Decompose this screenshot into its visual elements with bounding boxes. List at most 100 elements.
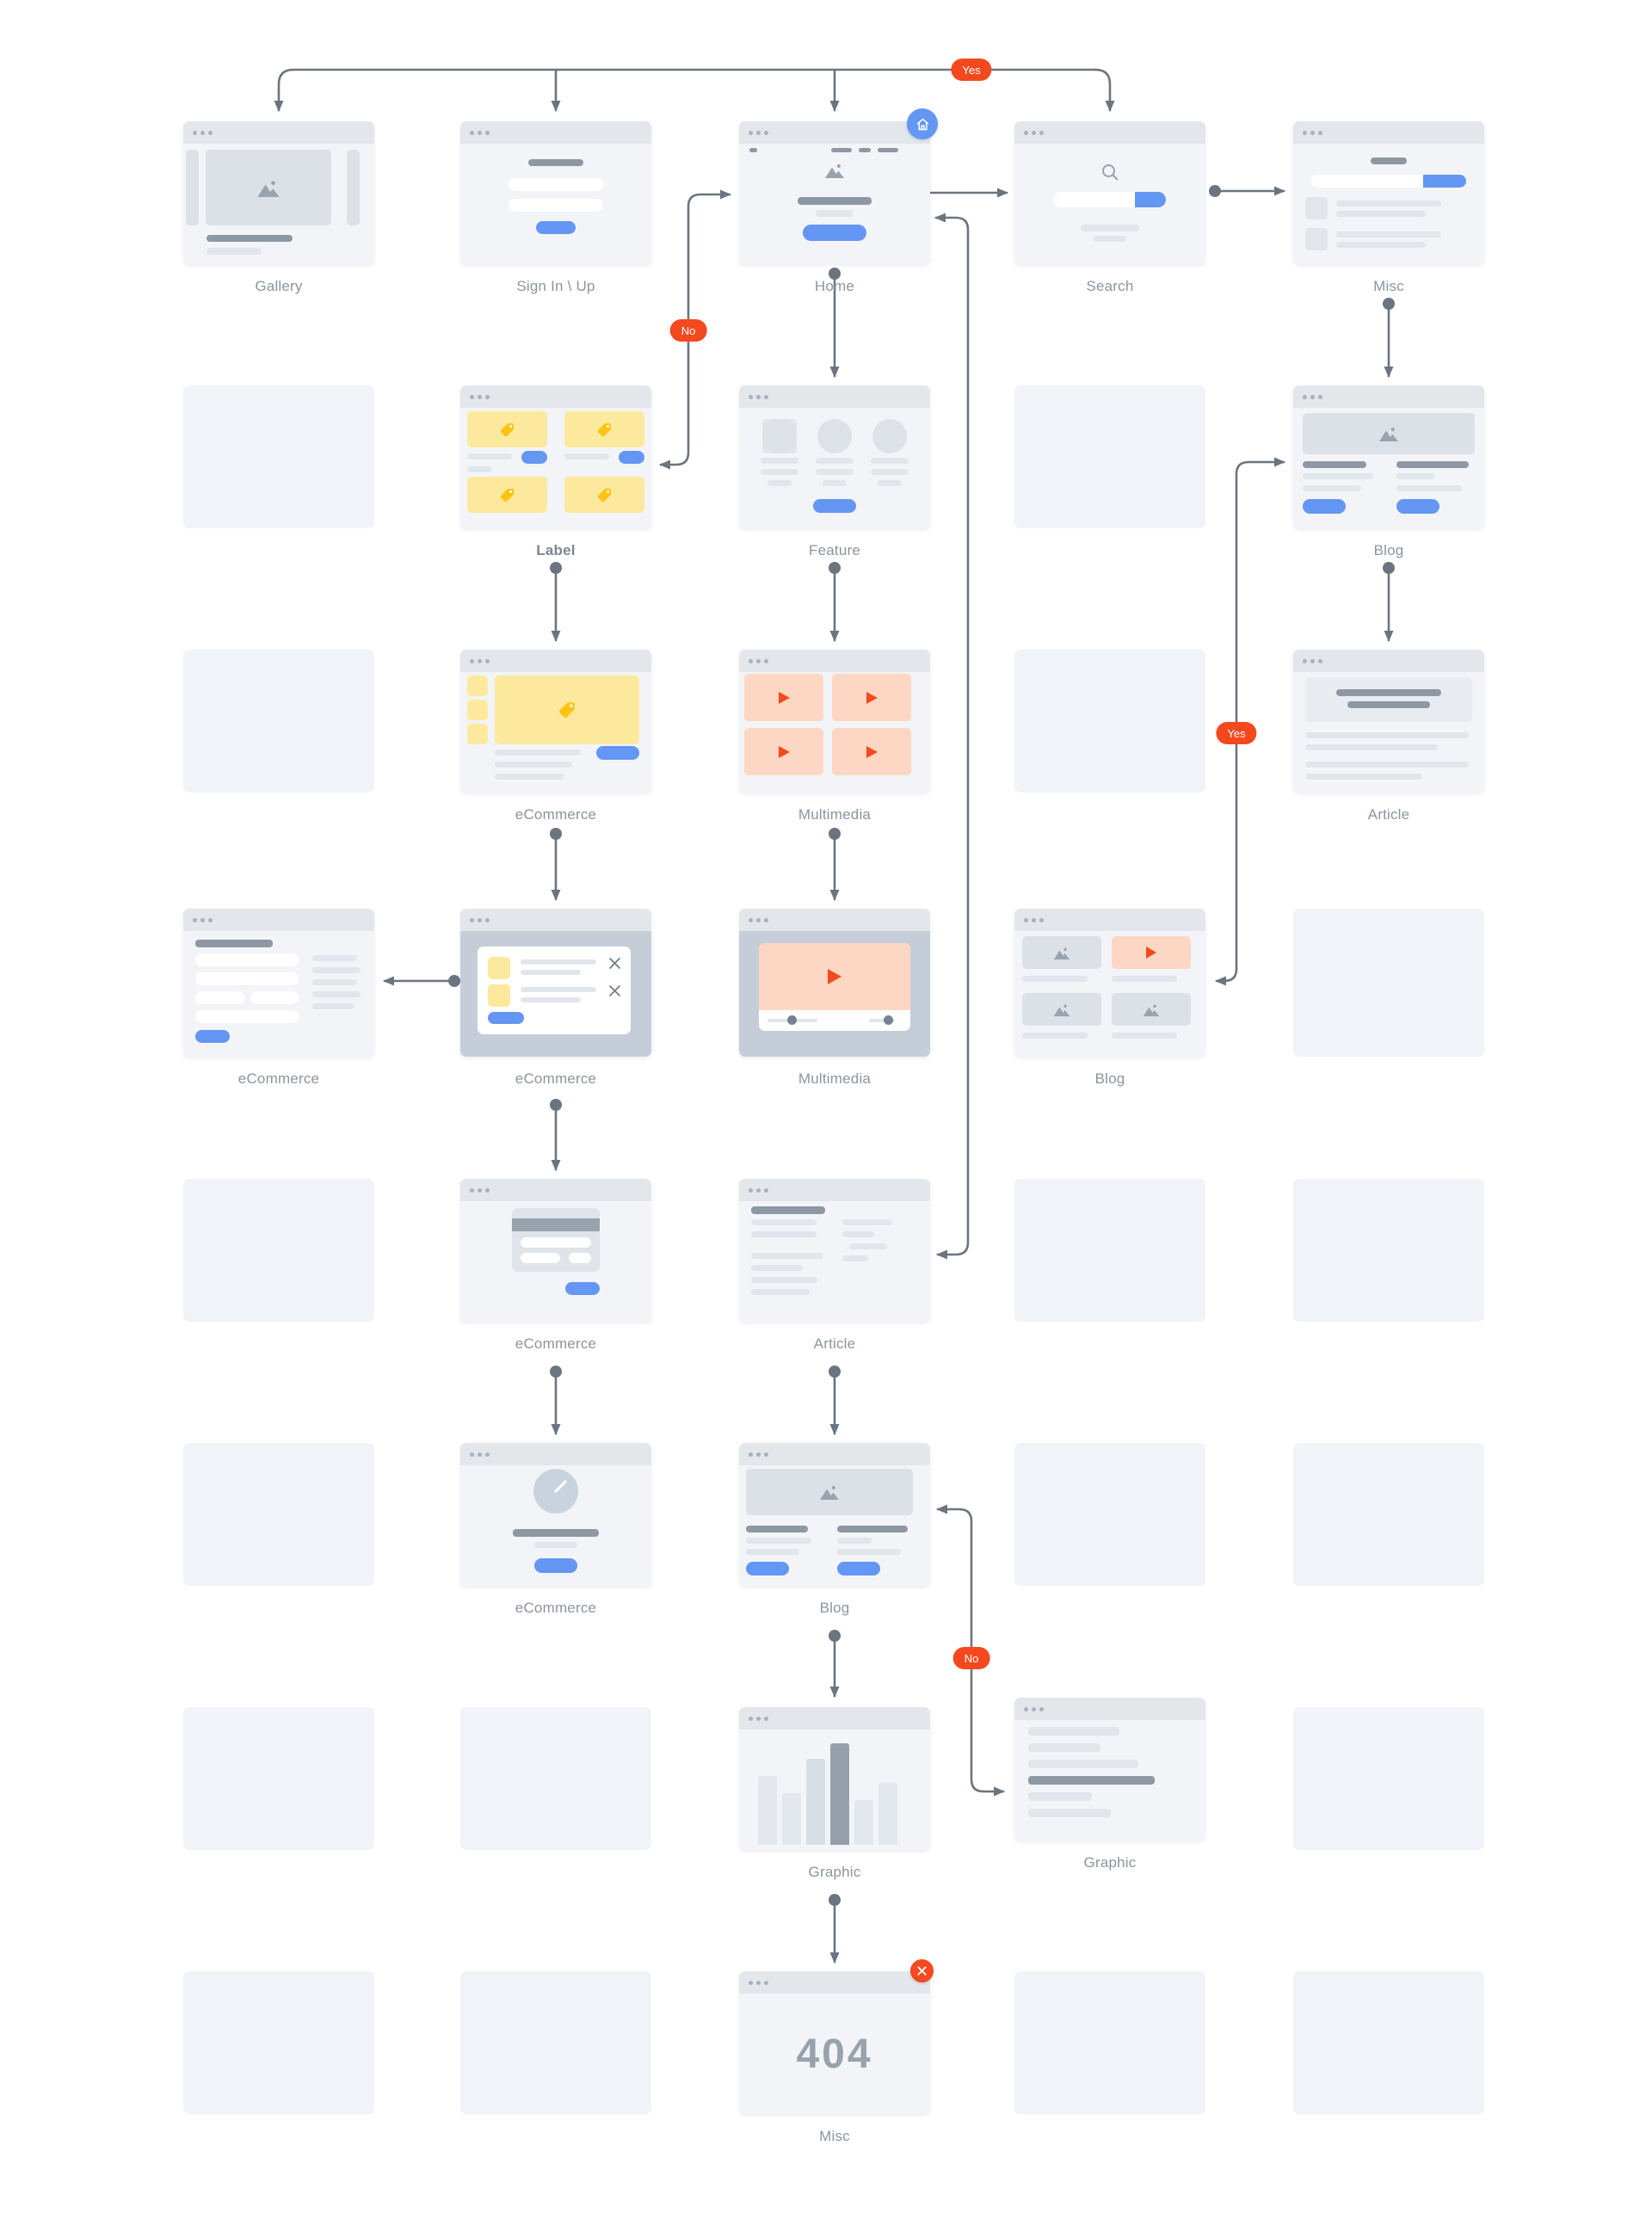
node-label-signin: Sign In \ Up: [516, 278, 595, 294]
wireframe-shape: [195, 953, 299, 966]
node-misc-404: 404: [739, 1959, 934, 2114]
wireframe-shape: [569, 1253, 591, 1263]
wireframe-shape: [1028, 1743, 1100, 1752]
wireframe-shape: [195, 972, 299, 985]
price-tag-icon: [558, 702, 575, 718]
node-graphic-chart: [739, 1707, 930, 1850]
node-label-ecom-product: eCommerce: [515, 806, 597, 823]
wireframe-shape: [509, 178, 603, 191]
node-label-gallery: Gallery: [255, 278, 303, 294]
window-dots: [470, 130, 490, 135]
wireframe-shape: [869, 1019, 895, 1022]
node-label-multimedia-player: Multimedia: [798, 1070, 872, 1087]
node-graphic-text: [1014, 1698, 1205, 1841]
placeholder-card: [1293, 1707, 1484, 1850]
node-label-ecom-cart: eCommerce: [515, 1070, 597, 1087]
play-icon: [828, 969, 841, 984]
wireframe-shape: [1094, 236, 1126, 242]
window-dots: [1024, 917, 1044, 922]
wireframe-shape: [831, 148, 852, 152]
play-icon: [866, 745, 878, 758]
window-header: [460, 1443, 651, 1465]
window-dots: [749, 1187, 768, 1193]
window-header: [1293, 385, 1484, 408]
wireframe-shape: [467, 724, 488, 744]
wireframe-shape: [513, 1529, 599, 1537]
node-home: [739, 108, 938, 264]
wireframe-shape: [751, 1265, 803, 1271]
wireframe-shape: [746, 1562, 789, 1576]
wireframe-shape: [521, 970, 581, 975]
window-header: [183, 121, 374, 144]
placeholder-card: [183, 385, 374, 528]
chart-bar: [806, 1759, 825, 1845]
wireframe-shape: [751, 1206, 825, 1214]
wireframe-shape: [1396, 485, 1462, 491]
window-dots: [749, 1452, 768, 1457]
node-ecom-confirm: [460, 1443, 651, 1586]
wireframe-shape: [761, 469, 798, 475]
node-label-blog-banner: Blog: [819, 1600, 850, 1616]
placeholder-card: [1293, 1179, 1484, 1322]
node-label-feature: Feature: [809, 542, 860, 558]
home-icon: [916, 118, 928, 130]
wireframe-shape: [1396, 461, 1469, 468]
window-dots: [749, 1980, 768, 1985]
node-ecom-product: [460, 650, 651, 792]
wireframe-shape: [1305, 744, 1438, 750]
window-header: [1014, 1698, 1205, 1720]
window-header: [460, 909, 651, 931]
node-search: [1014, 121, 1205, 264]
placeholder-card: [1293, 1443, 1484, 1586]
wireframe-shape: [1336, 211, 1426, 217]
placeholder-card: [1014, 1971, 1205, 2114]
wireframe-shape: [1305, 762, 1469, 768]
window-dots: [1024, 1706, 1044, 1711]
node-label-blog-tiles: Blog: [1094, 1070, 1125, 1087]
wireframe-shape: [195, 1030, 230, 1043]
wireframe-shape: [878, 480, 902, 486]
node-blog-tiles: [1014, 909, 1205, 1057]
wireframe-shape: [1135, 192, 1166, 207]
wireframe-shape: [467, 453, 512, 459]
window-dots: [1303, 394, 1322, 399]
wireframe-shape: [1371, 157, 1407, 164]
node-label-search: Search: [1086, 278, 1134, 294]
wireframe-shape: [488, 957, 510, 979]
mountain-image-icon: [1379, 428, 1398, 441]
wireframe-shape: [842, 1219, 892, 1225]
wireframe-shape: [767, 480, 792, 486]
wireframe-shape: [878, 148, 898, 152]
wireframe-shape: [528, 159, 583, 166]
wireframe-shape: [1423, 175, 1466, 188]
window-header: [1293, 650, 1484, 672]
node-label-article-center: Article: [1367, 806, 1410, 823]
window-header: [460, 650, 651, 672]
wireframe-shape: [751, 1289, 810, 1295]
wireframe-shape: [488, 984, 510, 1007]
price-tag-icon: [500, 488, 515, 502]
node-blog-banner: [739, 1443, 930, 1586]
node-label-graphic-chart: Graphic: [808, 1864, 861, 1880]
wireframe-shape: [521, 987, 596, 992]
wireframe-shape: [837, 1549, 901, 1555]
wireframe-shape: [1396, 499, 1439, 514]
decision-badge: Yes: [1216, 722, 1257, 744]
wireframe-shape: [1303, 461, 1366, 468]
wireframe-shape: [1022, 1033, 1088, 1039]
search-icon: [1102, 164, 1119, 181]
wireframe-shape: [534, 1558, 577, 1573]
wireframe-shape: [837, 1562, 880, 1576]
wireframe-shape: [564, 453, 609, 459]
price-tag-icon: [500, 422, 515, 436]
window-dots: [470, 394, 490, 399]
window-header: [739, 650, 930, 672]
wireframe-shape: [312, 967, 361, 973]
node-label-ecom-card: eCommerce: [515, 1335, 597, 1352]
node-article-2col: [739, 1179, 930, 1322]
placeholder-card: [1293, 909, 1484, 1057]
window-dots: [749, 130, 768, 135]
wireframe-shape: [467, 466, 491, 472]
wireframe-shape: [751, 1253, 823, 1259]
wireframe-shape: [1336, 689, 1441, 696]
